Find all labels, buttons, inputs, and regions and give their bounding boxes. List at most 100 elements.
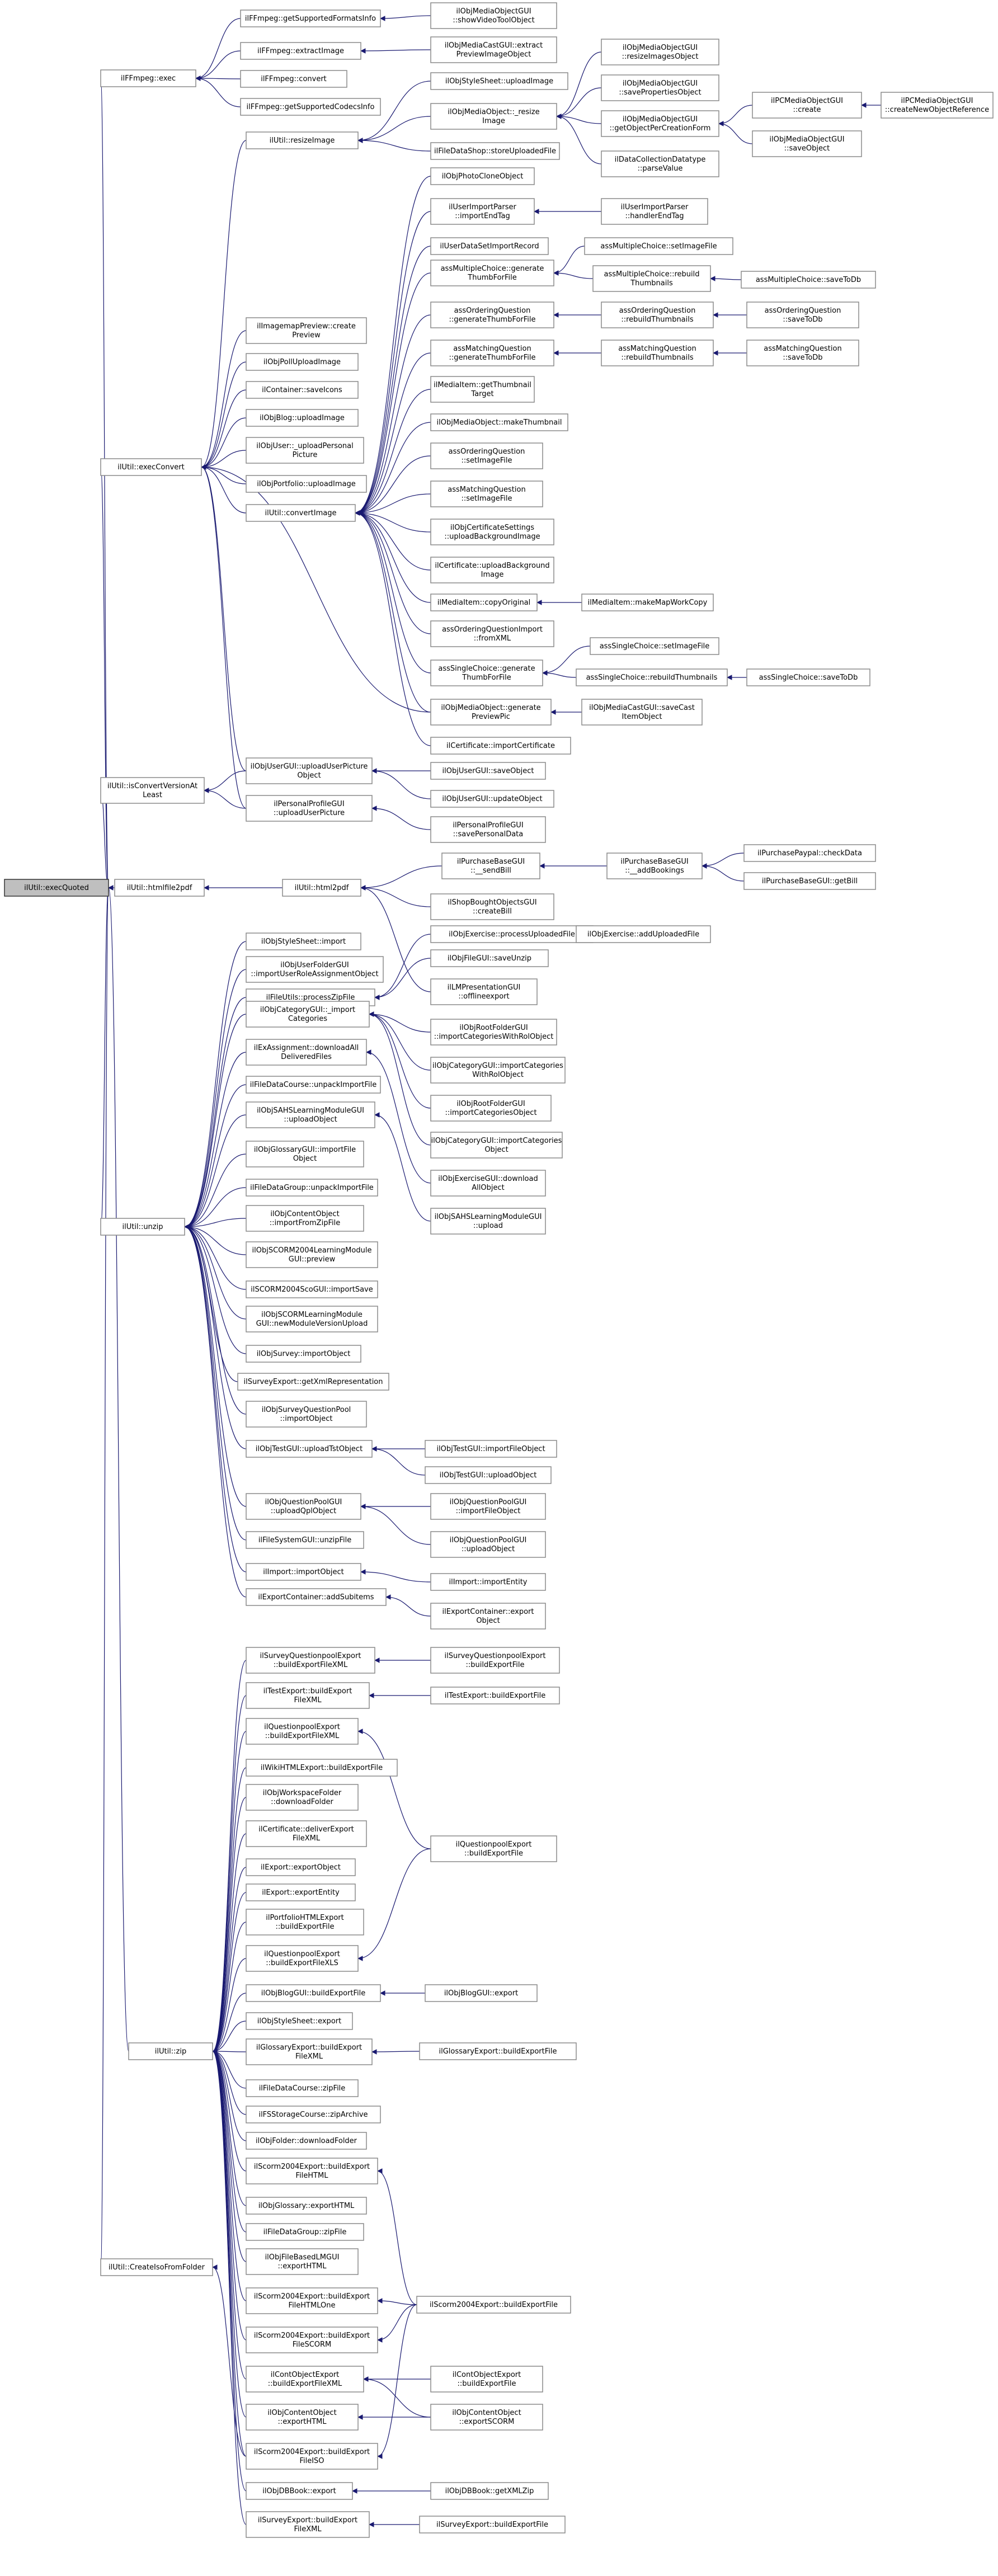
node-file-savezip[interactable]: ilObjFileGUI::saveUnzip [430,949,549,967]
node-html2pdf2[interactable]: ilUtil::htmlfile2pdf [114,879,205,897]
node-udsi[interactable]: ilUserDataSetImportRecord [430,237,549,255]
node-mogui-save[interactable]: ilObjMediaObjectGUI::saveObject [752,130,862,157]
node-exp-export[interactable]: ilExport::exportObject [246,1858,356,1876]
node-root[interactable]: ilUtil::execQuoted [4,879,109,897]
node-shop-bought[interactable]: ilShopBoughtObjectsGUI::createBill [430,893,554,920]
node-mogui-resize[interactable]: ilObjMediaObjectGUI::resizeImagesObject [601,39,719,65]
node-createiso[interactable]: ilUtil::CreateIsoFromFolder [100,2258,213,2276]
node-svy-exportxml[interactable]: ilSurveyExport::buildExportFileXML [246,2511,370,2538]
node-convimg[interactable]: ilUtil::convertImage [246,504,356,522]
node-ffmpeg-conv[interactable]: ilFFmpeg::convert [240,70,347,88]
node-mob-showvideo[interactable]: ilObjMediaObjectGUI::showVideoToolObject [430,2,557,29]
node-co-import[interactable]: ilObjContentObject::importFromZipFile [246,1205,364,1232]
node-qp-exportxml[interactable]: ilQuestionpoolExport::buildExportFileXML [246,1718,359,1745]
node-tst-upload[interactable]: ilObjTestGUI::uploadTstObject [246,1440,373,1458]
node-ffmpeg-codecs[interactable]: ilFFmpeg::getSupportedCodecsInfo [240,98,381,116]
node-zip[interactable]: ilUtil::zip [128,2042,213,2060]
node-cat-importobj[interactable]: ilObjCategoryGUI::importCategoriesObject [430,1132,563,1159]
node-fds-store[interactable]: ilFileDataShop::storeUploadedFile [430,142,560,160]
node-mogui-saveprop[interactable]: ilObjMediaObjectGUI::savePropertiesObjec… [601,74,719,101]
node-pb-getbill[interactable]: ilPurchaseBaseGUI::getBill [743,872,876,890]
node-convert[interactable]: ilUtil::execConvert [100,458,202,476]
node-uip-end[interactable]: ilUserImportParser::importEndTag [430,198,535,225]
node-fdg-zip[interactable]: ilFileDataGroup::zipFile [246,2223,364,2241]
node-uf-import[interactable]: ilObjUserFolderGUI::importUserRoleAssign… [246,956,384,983]
node-amq-setimg[interactable]: assMatchingQuestion::setImageFile [430,481,543,507]
node-expc-add[interactable]: ilExportContainer::addSubitems [246,1588,387,1606]
node-tst-uploadobj[interactable]: ilObjTestGUI::uploadObject [425,1466,552,1484]
node-cat-import[interactable]: ilObjCategoryGUI::_importCategories [246,1001,370,1028]
node-glo-exportfile[interactable]: ilGlossaryExport::buildExportFile [419,2042,577,2060]
node-asc-setimg[interactable]: assSingleChoice::setImageFile [590,637,719,655]
node-dc-parse[interactable]: ilDataCollectionDatatype::parseValue [601,150,719,177]
node-co-exporthtml[interactable]: ilObjContentObject::exportHTML [246,2404,359,2431]
node-ffmpeg[interactable]: ilFFmpeg::exec [100,69,196,87]
node-pb-sendbill[interactable]: ilPurchaseBaseGUI::__sendBill [441,853,540,879]
node-exp-entity[interactable]: ilExport::exportEntity [246,1883,356,1901]
node-blog-export[interactable]: ilObjBlogGUI::buildExportFile [246,1984,381,2002]
node-ugui-save[interactable]: ilObjUserGUI::saveObject [430,762,546,780]
node-cop-exportfile[interactable]: ilContObjectExport::buildExportFile [430,2366,543,2393]
node-qpl-importfile[interactable]: ilObjQuestionPoolGUI::importFileObject [430,1493,546,1520]
node-mo-resize[interactable]: ilObjMediaObject::_resizeImage [430,103,557,130]
node-exa-download[interactable]: ilExAssignment::downloadAllDeliveredFile… [246,1039,367,1066]
node-cert-settings[interactable]: ilObjCertificateSettings::uploadBackgrou… [430,519,554,545]
node-glo-html[interactable]: ilObjGlossary::exportHTML [246,2197,367,2215]
node-expc-export[interactable]: ilExportContainer::exportObject [430,1603,546,1630]
node-pb-addbook[interactable]: ilPurchaseBaseGUI::__addBookings [606,853,703,879]
node-cert-bg[interactable]: ilCertificate::uploadBackgroundImage [430,557,554,583]
node-scorm-upload[interactable]: ilObjSCORMLearningModuleGUI::newModuleVe… [246,1306,378,1332]
node-qpl-uploadobj[interactable]: ilObjQuestionPoolGUI::uploadObject [430,1531,546,1558]
node-test-exportfile[interactable]: ilTestExport::buildExportFile [430,1687,560,1704]
node-ss-upload[interactable]: ilObjStyleSheet::uploadImage [430,72,568,90]
node-imp-import[interactable]: ilImport::importObject [246,1563,361,1581]
node-sqp-exportfile[interactable]: ilSurveyQuestionpoolExport::buildExportF… [430,1647,560,1674]
node-aoq-gen[interactable]: assOrderingQuestion::generateThumbForFil… [430,302,554,328]
node-s2004-htmlone[interactable]: ilScorm2004Export::buildExportFileHTMLOn… [246,2287,378,2314]
node-mogui-getobj[interactable]: ilObjMediaObjectGUI::getObjectPerCreatio… [601,110,719,137]
node-ppgui-save[interactable]: ilPersonalProfileGUI::savePersonalData [430,816,546,843]
node-svy-import[interactable]: ilObjSurvey::importObject [246,1345,361,1363]
node-aoq-save[interactable]: assOrderingQuestion::saveToDb [746,302,859,328]
node-sqp-import[interactable]: ilObjSurveyQuestionPool::importObject [246,1401,367,1428]
node-pp-check[interactable]: ilPurchasePaypal::checkData [743,844,876,862]
node-glo-import[interactable]: ilObjGlossaryGUI::importFileObject [246,1141,364,1167]
node-html2pdf[interactable]: ilUtil::html2pdf [282,879,361,897]
node-co-exportscorm[interactable]: ilObjContentObject::exportSCORM [430,2404,543,2431]
node-mi-copy[interactable]: ilMediaItem::copyOriginal [430,594,538,611]
node-db-getxml[interactable]: ilObjDBBook::getXMLZip [430,2482,549,2500]
node-pcmo-createnew[interactable]: ilPCMediaObjectGUI::createNewObjectRefer… [881,92,994,119]
node-wiki-export[interactable]: ilWikiHTMLExport::buildExportFile [246,1759,398,1777]
node-resize[interactable]: ilUtil::resizeImage [246,131,359,149]
node-fdc-zip[interactable]: ilFileDataCourse::zipFile [246,2079,359,2097]
node-ex-add[interactable]: ilObjExercise::addUploadedFile [576,925,711,943]
node-asc-rebuild[interactable]: assSingleChoice::rebuildThumbnails [576,668,728,686]
node-cont-save[interactable]: ilContainer::saveIcons [246,381,359,399]
node-tst-importfile[interactable]: ilObjTestGUI::importFileObject [425,1440,557,1458]
node-asc-gen[interactable]: assSingleChoice::generateThumbForFile [430,660,543,686]
node-blog-exp[interactable]: ilObjBlogGUI::export [425,1984,538,2002]
node-pf-export[interactable]: ilPortfolioHTMLExport::buildExportFile [246,1909,364,1935]
node-pd-upload[interactable]: ilObjPollUploadImage [246,353,359,371]
node-rf-importobj[interactable]: ilObjRootFolderGUI::importCategoriesObje… [430,1095,552,1122]
node-mcast-extract[interactable]: ilObjMediaCastGUI::extractPreviewImageOb… [430,36,557,63]
node-fs-unzip[interactable]: ilFileSystemGUI::unzipFile [246,1531,364,1549]
node-amc-setimg[interactable]: assMultipleChoice::setImageFile [584,237,733,255]
node-amq-rebuild[interactable]: assMatchingQuestion::rebuildThumbnails [601,340,714,366]
node-sqp-export[interactable]: ilSurveyQuestionpoolExport::buildExportF… [246,1647,375,1674]
node-amc-rebuild[interactable]: assMultipleChoice::rebuildThumbnails [592,265,711,292]
node-fdc-unpack[interactable]: ilFileDataCourse::unpackImportFile [246,1076,381,1094]
node-ffmpeg-ei[interactable]: ilFFmpeg::extractImage [240,42,361,60]
node-photo-clone[interactable]: ilObjPhotoCloneObject [430,167,535,185]
node-aoq-setimg[interactable]: assOrderingQuestion::setImageFile [430,442,543,469]
node-mo-makethumb[interactable]: ilObjMediaObject::makeThumbnail [430,413,568,431]
